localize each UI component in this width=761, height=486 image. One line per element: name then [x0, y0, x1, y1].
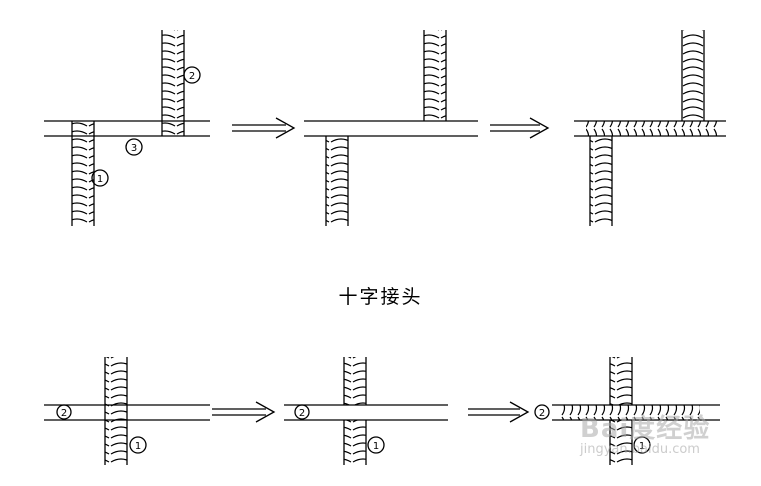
top-stage-3	[574, 30, 726, 226]
diagram-caption: 十字接头	[338, 286, 423, 308]
marker-2-bottom-1: 2	[61, 408, 67, 419]
bottom-stage-2	[284, 357, 448, 465]
marker-3-top: 3	[131, 143, 137, 154]
marker-2-bottom-2: 2	[299, 408, 305, 419]
top-stage-2	[304, 30, 478, 226]
marker-2-bottom-3: 2	[539, 408, 545, 419]
top-stage-1	[44, 30, 210, 226]
arrow-bottom-2	[468, 401, 530, 423]
marker-1-bottom-1: 1	[135, 441, 141, 452]
marker-1-bottom-2: 1	[373, 441, 379, 452]
arrow-top-2	[490, 117, 550, 139]
marker-2-top: 2	[189, 71, 195, 82]
arrow-top-1	[232, 117, 296, 139]
marker-1-bottom-3: 1	[639, 441, 645, 452]
bottom-stage-3	[534, 357, 720, 465]
arrow-bottom-1	[212, 401, 276, 423]
bottom-stage-1	[44, 357, 210, 465]
marker-1-top: 1	[97, 174, 103, 185]
